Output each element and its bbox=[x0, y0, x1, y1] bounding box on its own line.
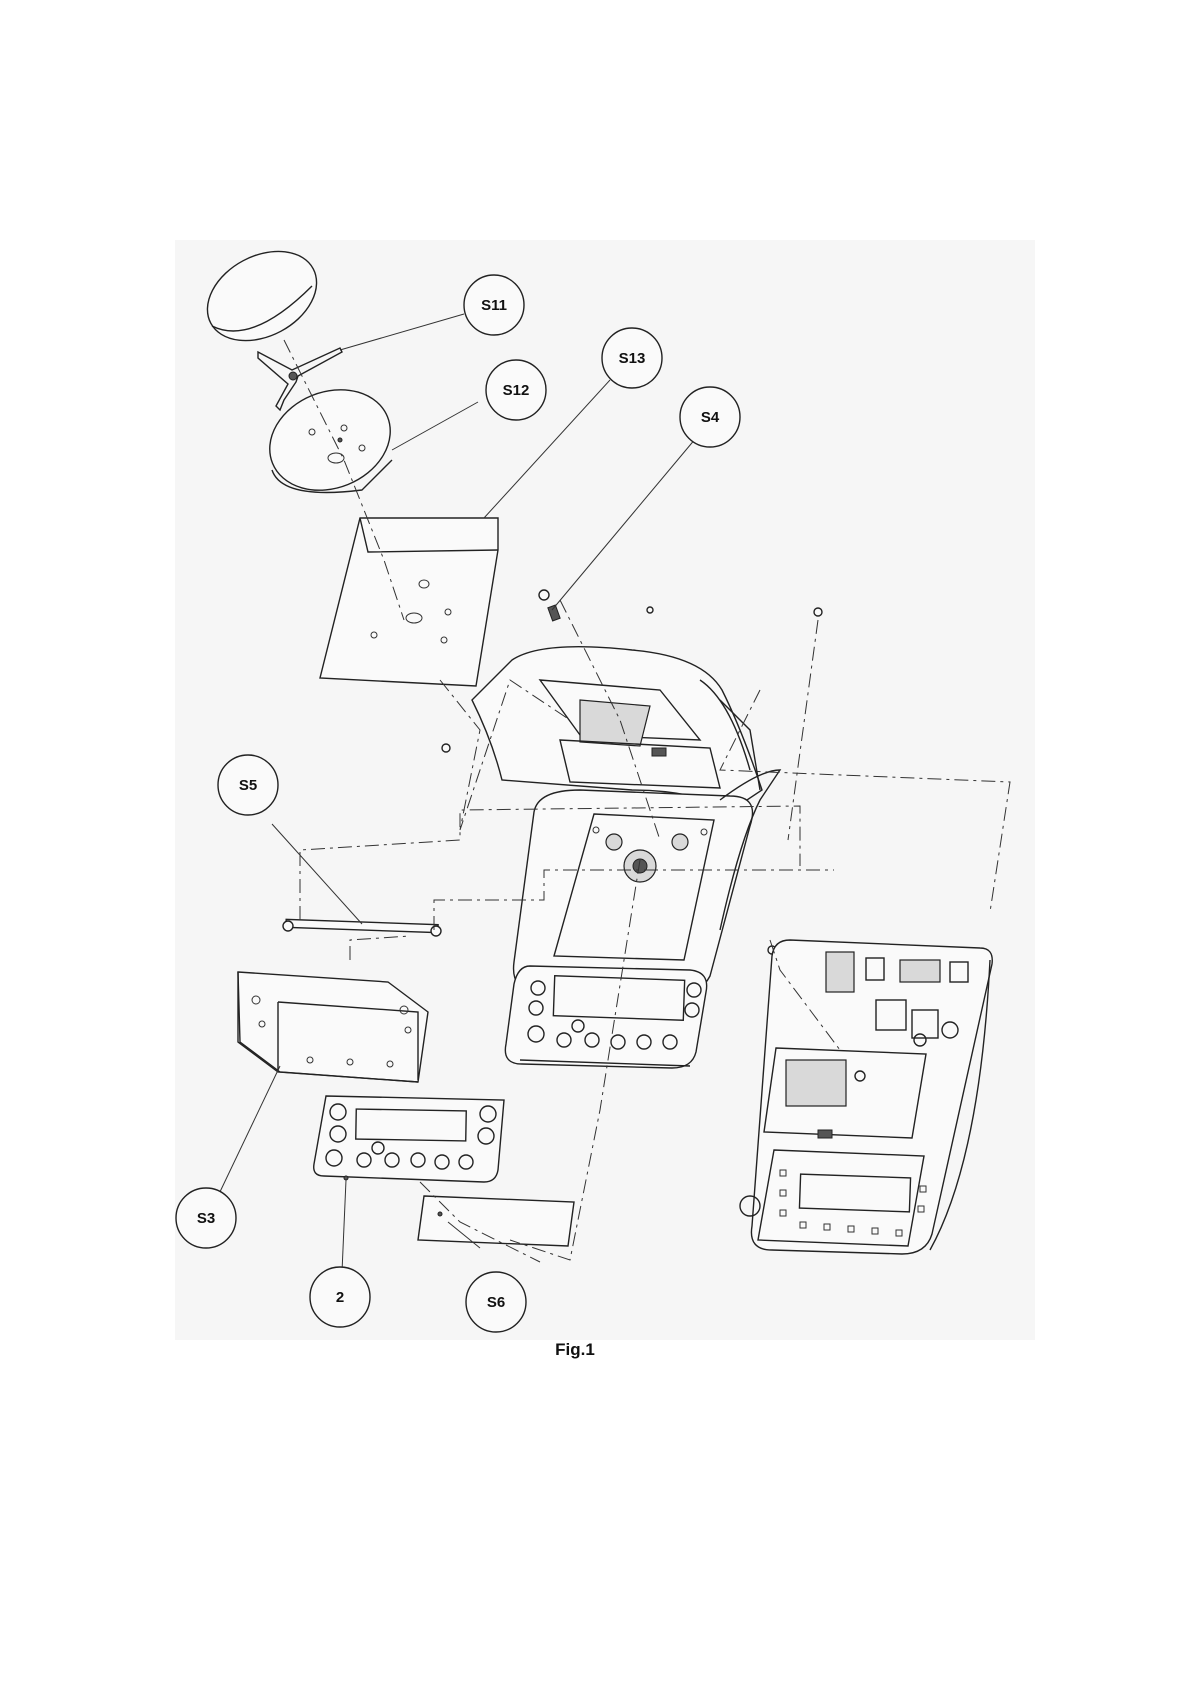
callout-2-label: 2 bbox=[336, 1289, 344, 1306]
callout-s11-label: S11 bbox=[481, 297, 507, 314]
part-2-keypad-overlay bbox=[314, 1096, 504, 1182]
callout-s12-label: S12 bbox=[503, 382, 530, 399]
callout-s13-label: S13 bbox=[619, 350, 646, 367]
callout-s6: S6 bbox=[466, 1272, 526, 1332]
callout-s4-label: S4 bbox=[701, 409, 720, 426]
callout-s4: S4 bbox=[680, 387, 740, 447]
callout-s13: S13 bbox=[602, 328, 662, 388]
callout-2: 2 bbox=[310, 1267, 370, 1327]
figure-caption: Fig.1 bbox=[0, 1340, 1150, 1360]
callout-s5: S5 bbox=[218, 755, 278, 815]
callout-s3-label: S3 bbox=[197, 1210, 215, 1227]
callout-s11: S11 bbox=[464, 275, 524, 335]
callout-s12: S12 bbox=[486, 360, 546, 420]
callout-s3: S3 bbox=[176, 1188, 236, 1248]
callout-s5-label: S5 bbox=[239, 777, 257, 794]
callout-s6-label: S6 bbox=[487, 1294, 505, 1311]
